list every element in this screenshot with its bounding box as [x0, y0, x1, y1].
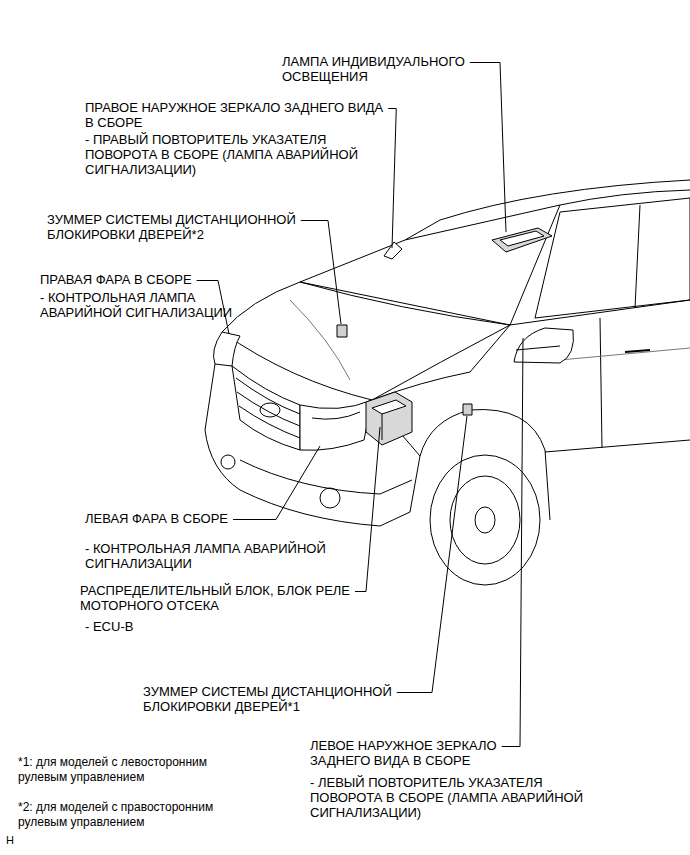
leader-line — [502, 338, 523, 747]
footnote: *1: для моделей с левосторонним рулевым … — [18, 755, 258, 785]
part-sublabel: - ПРАВЫЙ ПОВТОРИТЕЛЬ УКАЗАТЕЛЯ ПОВОРОТА … — [85, 132, 390, 177]
footnote: *2: для моделей с правосторонним рулевым… — [18, 800, 258, 830]
leader-line — [355, 427, 380, 592]
leader-line — [301, 221, 341, 325]
part-label: ЛЕВАЯ ФАРА В СБОРЕ — [85, 511, 305, 526]
leader-line — [397, 416, 467, 693]
part-label: ПРАВОЕ НАРУЖНОЕ ЗЕРКАЛО ЗАДНЕГО ВИДА В С… — [85, 100, 385, 130]
part-label: РАСПРЕДЕЛИТЕЛЬНЫЙ БЛОК, БЛОК РЕЛЕ МОТОРН… — [80, 583, 375, 613]
part-label: ЗУММЕР СИСТЕМЫ ДИСТАНЦИОННОЙ БЛОКИРОВКИ … — [47, 212, 327, 242]
part-sublabel: - ECU-B — [85, 619, 235, 634]
part-label: ЛЕВОЕ НАРУЖНОЕ ЗЕРКАЛО ЗАДНЕГО ВИДА В СБ… — [310, 738, 540, 768]
part-label: ПРАВАЯ ФАРА В СБОРЕ — [40, 272, 240, 287]
leader-line — [470, 63, 506, 233]
part-label: ЗУММЕР СИСТЕМЫ ДИСТАНЦИОННОЙ БЛОКИРОВКИ … — [143, 684, 443, 714]
part-label: ЛАМПА ИНДИВИДУАЛЬНОГО ОСВЕЩЕНИЯ — [282, 54, 512, 84]
part-sublabel: - КОНТРОЛЬНАЯ ЛАМПА АВАРИЙНОЙ СИГНАЛИЗАЦ… — [40, 290, 250, 320]
part-sublabel: - ЛЕВЫЙ ПОВТОРИТЕЛЬ УКАЗАТЕЛЯ ПОВОРОТА В… — [310, 775, 615, 820]
leader-line — [388, 109, 396, 249]
leader-line — [233, 446, 320, 520]
part-sublabel: - КОНТРОЛЬНАЯ ЛАМПА АВАРИЙНОЙ СИГНАЛИЗАЦ… — [85, 541, 375, 571]
figure-code: H — [6, 833, 36, 848]
